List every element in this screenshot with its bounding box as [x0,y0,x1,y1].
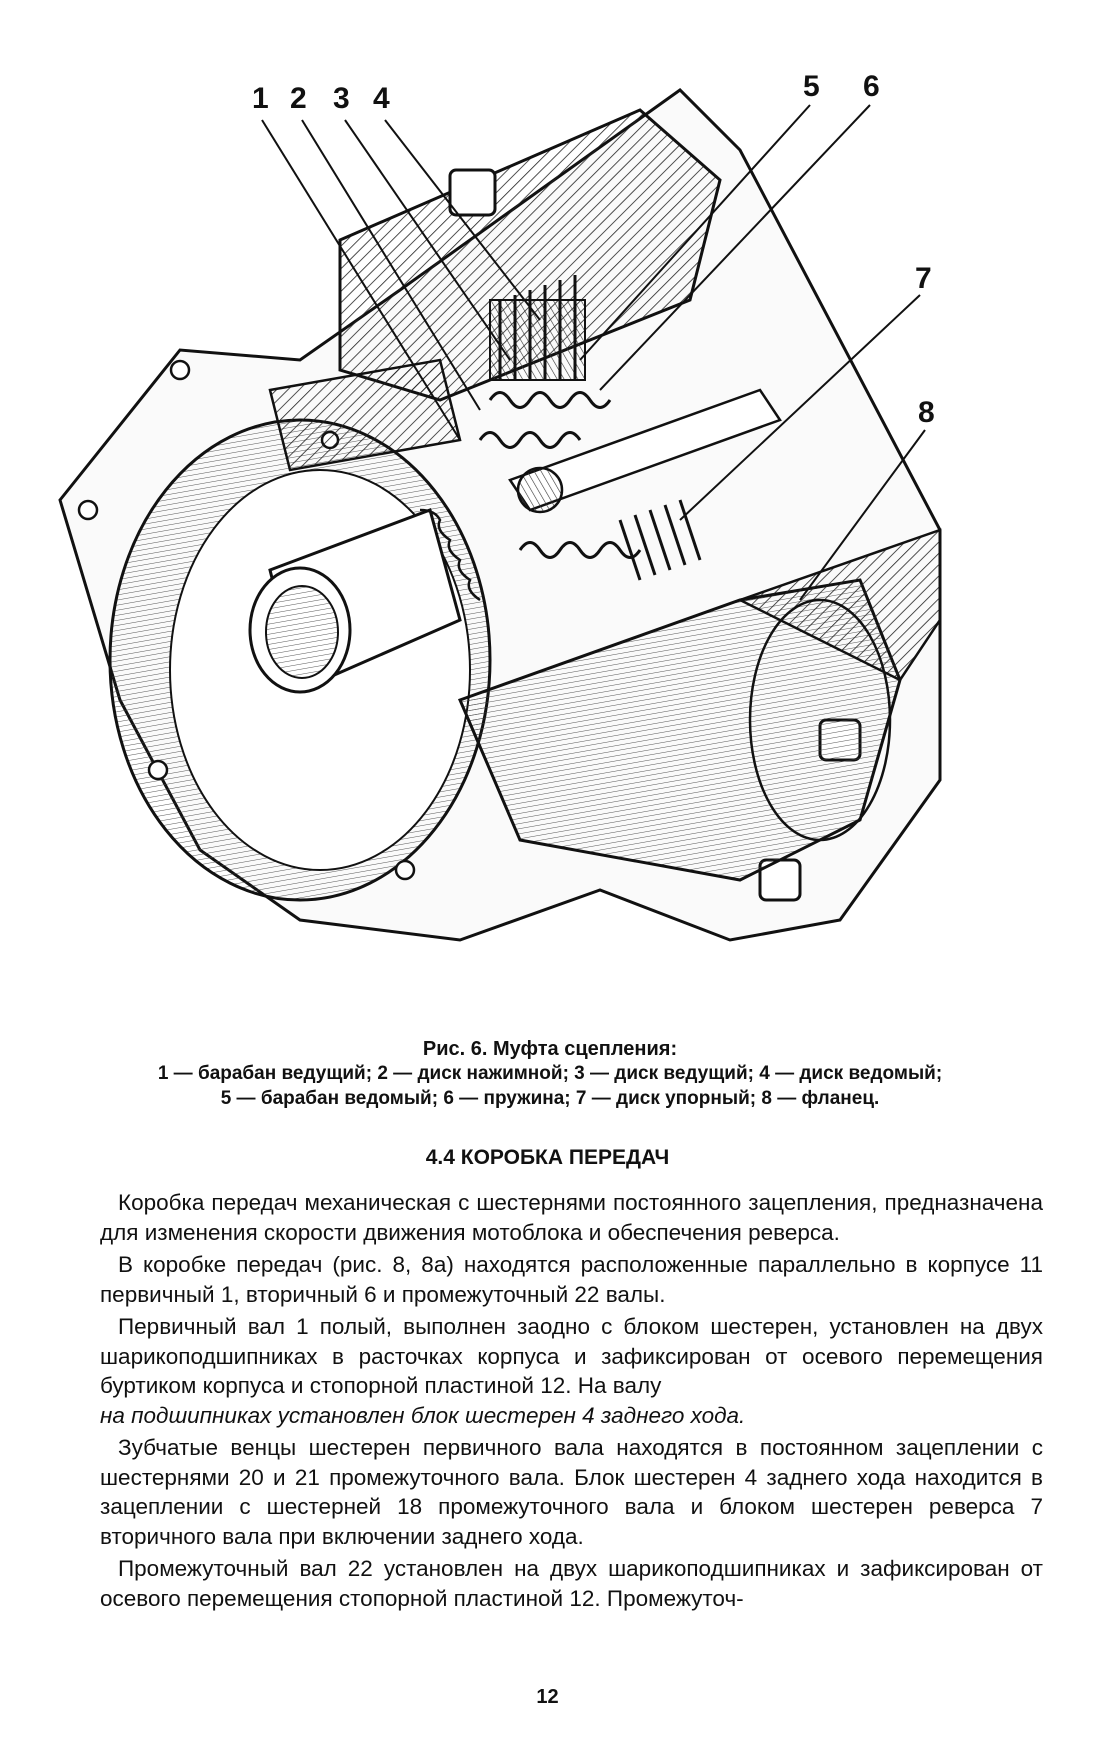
paragraph: Зубчатые венцы шестерен первичного вала … [100,1435,1043,1549]
paragraph: Промежуточный вал 22 установлен на двух … [100,1556,1043,1611]
figure-caption-title: Рис. 6. Муфта сцепления: [422,1038,678,1060]
bolt-hole [394,859,416,881]
clutch-springs [478,391,642,559]
input-hub [248,508,481,694]
bolt-hole [169,359,191,381]
paragraph: В коробке передач (рис. 8, 8а) находятся… [100,1252,1043,1307]
figure-caption-legend-line-2: 5 — барабан ведомый; 6 — пружина; 7 — ди… [220,1088,880,1109]
paragraph: Коробка передач механическая с шестерням… [100,1190,1043,1245]
figure-caption-legend-line-1: 1 — барабан ведущий; 2 — диск нажимной; … [157,1063,943,1084]
bolt-hole [77,499,99,521]
label-3: 3 [333,82,350,115]
lower-disc-pack [618,499,702,581]
label-4: 4 [373,82,390,115]
paragraph-italic-line: на подшипниках установлен блок шестерен … [100,1402,746,1428]
section-heading: 4.4 КОРОБКА ПЕРЕДАЧ [425,1146,670,1169]
clutch-drawing: 1 2 3 4 5 6 7 8 [58,70,942,942]
leader-lines [261,104,926,601]
label-8: 8 [918,396,935,429]
bearing [516,466,564,514]
label-7: 7 [915,262,932,295]
clutch-disc-pack [489,275,586,381]
clutch-cutaway-figure: 1 2 3 4 5 6 7 8 [40,60,1050,1020]
label-2: 2 [290,82,307,115]
drum-housing-section [338,108,722,402]
label-6: 6 [863,70,880,103]
bolt-hole [147,759,169,781]
paragraph: Первичный вал 1 полый, выполнен заодно с… [100,1314,1043,1398]
body-text: Коробка передач механическая с шестерням… [100,1188,1043,1616]
bolt-head [448,168,497,217]
page-number: 12 [536,1686,559,1708]
label-1: 1 [252,82,269,115]
label-5: 5 [803,70,820,103]
